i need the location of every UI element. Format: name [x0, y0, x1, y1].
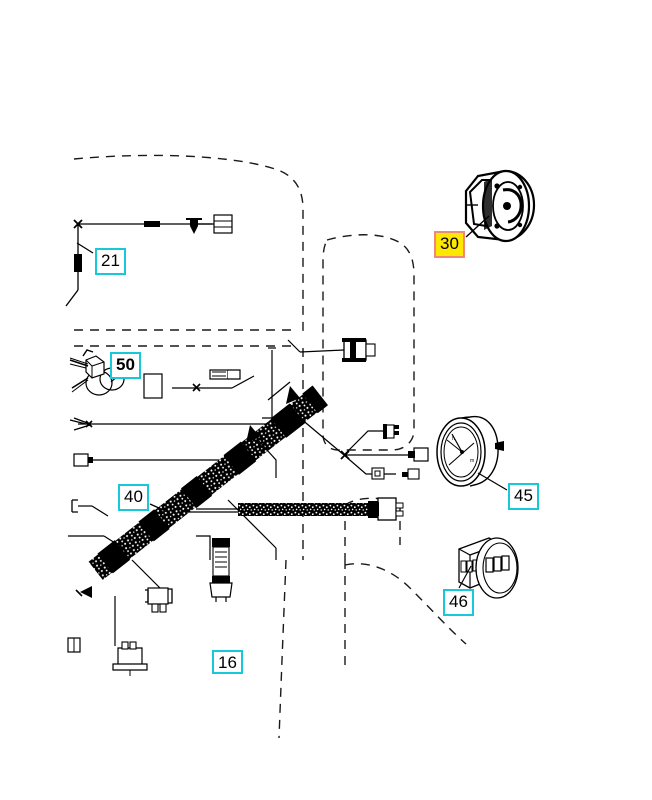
- svg-text:m: m: [470, 458, 474, 464]
- instrument-gauge: h m: [436, 415, 508, 491]
- callout-label-45[interactable]: 45: [508, 483, 539, 510]
- callout-label-50[interactable]: 50: [110, 352, 141, 379]
- rocker-switch-assembly: [458, 537, 519, 599]
- cab-outline-dashed: [73, 154, 467, 739]
- callout-label-16[interactable]: 16: [212, 650, 243, 674]
- callout-label-46[interactable]: 46: [443, 589, 474, 616]
- upper-left-fittings: [73, 214, 233, 272]
- main-harness-braid: [88, 385, 328, 580]
- lamp-socket-cluster: [69, 349, 125, 396]
- callout-label-40[interactable]: 40: [118, 484, 149, 511]
- callout-label-21[interactable]: 21: [95, 248, 126, 275]
- lower-connector-group: [67, 538, 233, 676]
- harness-branch-wires: [114, 347, 345, 646]
- ignition-switch-assembly: [464, 169, 536, 243]
- callout-label-30[interactable]: 30: [434, 231, 465, 258]
- center-upper-connector: [287, 338, 376, 362]
- left-mid-fittings: [69, 369, 241, 513]
- svg-text:h: h: [452, 436, 455, 442]
- horizontal-braided-cable: [196, 497, 404, 521]
- leader-21: [76, 242, 94, 254]
- upper-left-wire-branch: [65, 223, 224, 307]
- leader-30: [465, 215, 490, 238]
- right-mid-connector-fan: [340, 424, 429, 480]
- leader-40: [149, 503, 171, 514]
